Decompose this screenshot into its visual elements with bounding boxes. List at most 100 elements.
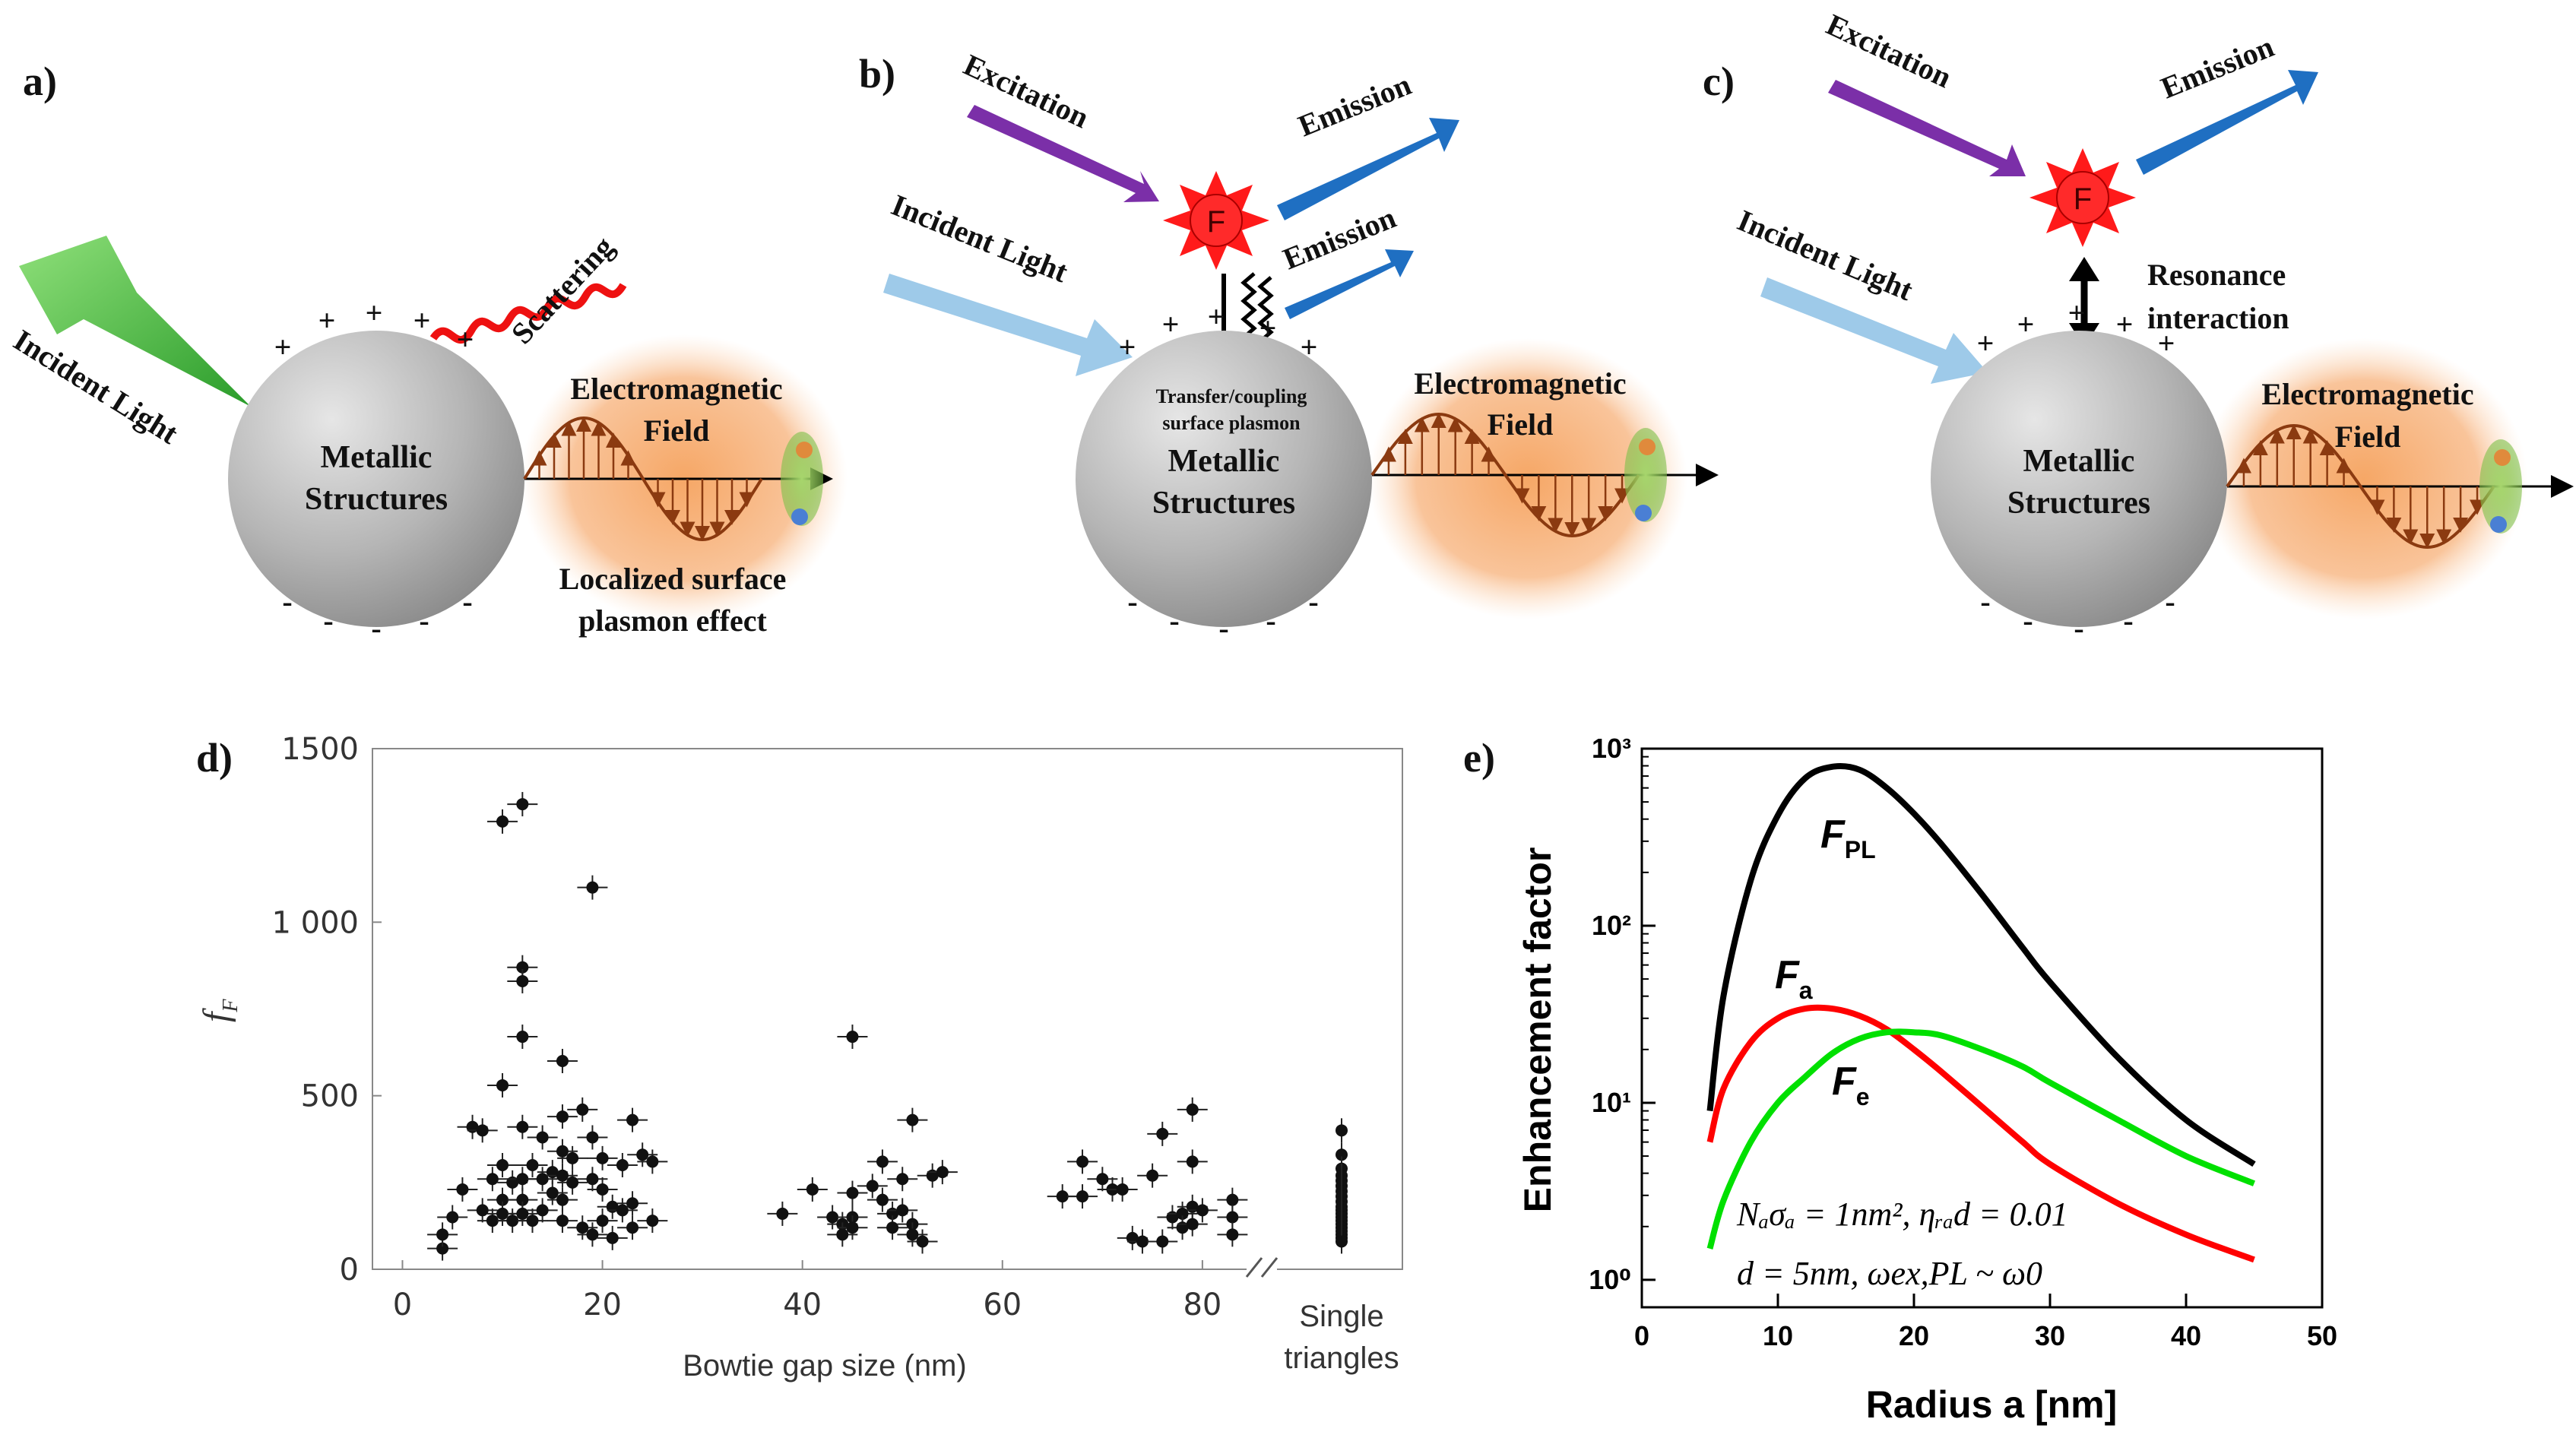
y-tick-label: 10⁰ <box>1589 1264 1631 1295</box>
field-glow-c <box>2201 338 2527 619</box>
scatter-y-label: fF <box>196 999 242 1022</box>
incident-arrow-b <box>883 274 1133 376</box>
incident-arrow-c <box>1760 277 1988 384</box>
sphere-label-b-1: Metallic <box>1168 444 1280 479</box>
plus-charge: + <box>2116 307 2134 341</box>
data-point <box>1336 1229 1348 1254</box>
data-point <box>1187 1198 1218 1223</box>
data-point <box>487 1153 518 1177</box>
molecule-dot <box>2494 449 2511 466</box>
data-point <box>557 1145 588 1170</box>
data-point <box>437 1205 468 1230</box>
metallic-sphere-a <box>228 331 524 627</box>
em-label-b-2: Field <box>1488 407 1554 442</box>
data-point <box>1107 1177 1138 1202</box>
data-point <box>547 1163 578 1188</box>
data-point <box>1336 1118 1348 1143</box>
plus-charge: + <box>2017 307 2035 341</box>
fluorophore-body <box>1190 194 1243 247</box>
data-point <box>837 1180 868 1205</box>
fluorophore-label-c: F <box>2074 182 2092 216</box>
axis-break-gap <box>1247 1246 1277 1292</box>
data-point <box>1177 1149 1208 1174</box>
molecule-ellipse-b <box>1624 428 1667 522</box>
excitation-arrow-c <box>1828 80 2026 176</box>
incident-light-label-b: Incident Light <box>887 188 1073 290</box>
panel-a: a) Incident Light Scattering Metallic St… <box>8 59 848 645</box>
data-point <box>1067 1149 1098 1174</box>
x-tick-label: 20 <box>1899 1320 1929 1351</box>
y-tick-label: 1 000 <box>271 905 359 940</box>
data-point <box>547 1208 578 1234</box>
sphere-label-c-1: Metallic <box>2023 444 2135 479</box>
molecule-dot <box>2490 516 2507 533</box>
data-point <box>637 1149 668 1174</box>
plus-charges-b: + + + + + <box>1119 299 1318 364</box>
sphere-label-c-2: Structures <box>2007 486 2150 521</box>
fluorophore-body <box>2056 171 2109 224</box>
data-point <box>577 875 608 900</box>
minus-charge: - <box>2123 603 2133 638</box>
data-point <box>507 1025 538 1050</box>
em-wave-a <box>523 416 833 542</box>
data-point <box>567 1097 598 1122</box>
panel-b-letter: b) <box>859 51 895 97</box>
data-point <box>547 1139 578 1164</box>
minus-charge: - <box>2023 603 2033 638</box>
lightning-icon <box>19 236 251 407</box>
data-point <box>1177 1097 1208 1122</box>
y-tick-label: 10¹ <box>1592 1087 1631 1118</box>
plus-charge: + <box>1119 330 1136 364</box>
data-point <box>467 1118 498 1143</box>
minus-charge: - <box>282 584 292 619</box>
minus-charge: - <box>2165 584 2175 619</box>
fluorophore-label-b: F <box>1207 205 1225 239</box>
plus-charge: + <box>1301 330 1318 364</box>
molecule-ellipse-a <box>781 432 823 526</box>
data-point <box>427 1222 458 1247</box>
data-point <box>487 809 518 834</box>
line-plot-frame <box>1640 747 2324 1309</box>
data-point <box>517 1153 548 1177</box>
excitation-arrow-b <box>967 105 1159 202</box>
scatter-points <box>427 792 1348 1261</box>
data-point <box>507 955 538 980</box>
minus-charges-c: - - - - - <box>1980 584 2175 645</box>
series-line-fe <box>1706 1028 2256 1250</box>
annotation-line-2: d = 5nm, ωex,PL ~ ω0 <box>1737 1255 2042 1292</box>
minus-charge: - <box>371 611 381 645</box>
axis-break-icon <box>1245 1257 1278 1278</box>
plus-charge: + <box>1162 307 1180 341</box>
minus-charge: - <box>1127 584 1137 619</box>
data-point <box>897 1107 928 1132</box>
x-tick-label: 40 <box>2171 1320 2201 1351</box>
data-point <box>587 1145 618 1170</box>
resonance-label-2: interaction <box>2147 301 2289 335</box>
scatter-plot-frame <box>372 748 1403 1270</box>
data-point <box>447 1177 478 1202</box>
x-tick-label: 80 <box>1183 1288 1221 1322</box>
minus-charge: - <box>1308 584 1318 619</box>
series-label-fpl: FPL <box>1820 812 1876 863</box>
data-point <box>1217 1222 1248 1247</box>
molecule-dot <box>1635 505 1652 521</box>
plus-charge: + <box>366 296 383 330</box>
data-point <box>1067 1184 1098 1209</box>
data-point <box>547 1104 578 1129</box>
y-tick-label: 0 <box>340 1253 359 1288</box>
data-point <box>507 1114 538 1139</box>
emission-arrow-b-1 <box>1277 118 1459 220</box>
data-point <box>497 1208 528 1234</box>
plus-charge: + <box>457 322 474 356</box>
coupling-spring-icon <box>1240 272 1274 343</box>
emission-label-c: Emission <box>2156 29 2279 105</box>
data-point <box>507 968 538 993</box>
data-point <box>617 1107 648 1132</box>
molecule-dot <box>791 508 808 525</box>
data-point <box>1177 1212 1208 1237</box>
minus-charges-a: - - - - - <box>282 584 472 645</box>
data-point <box>537 1180 568 1205</box>
scatter-y-label-sub: F <box>219 999 242 1013</box>
